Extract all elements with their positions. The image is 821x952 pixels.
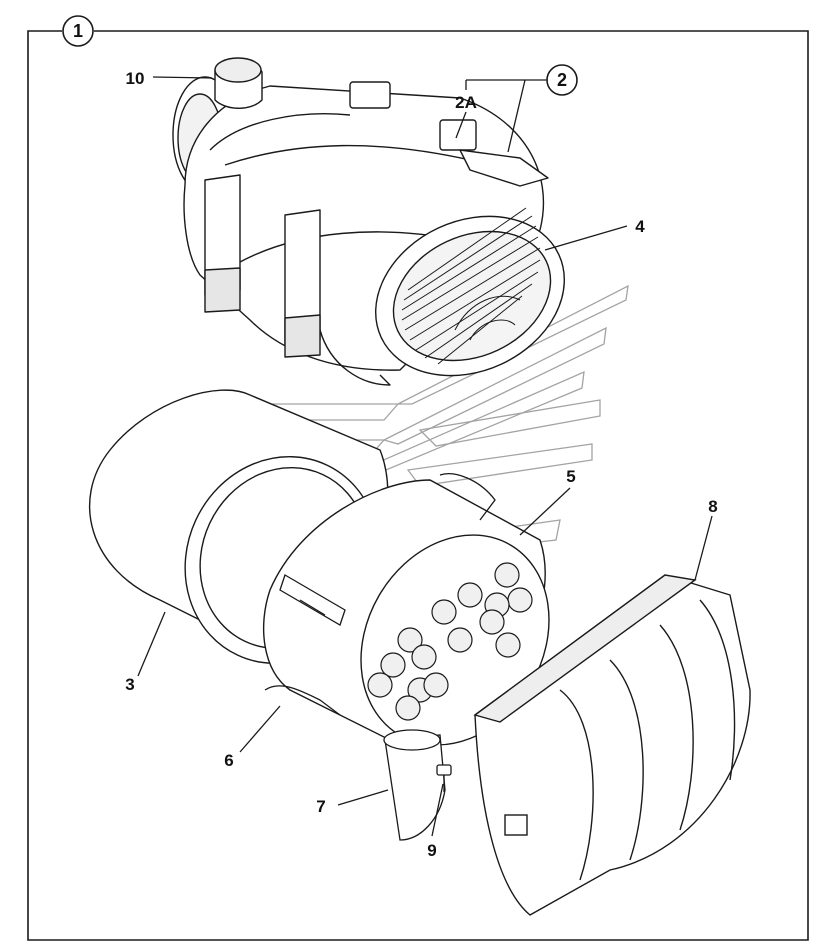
callout-1-text: 1 bbox=[73, 21, 83, 41]
screw bbox=[436, 764, 452, 792]
part-labels: 10 2A 4 5 8 3 6 7 9 bbox=[125, 69, 717, 860]
filter-housing-assembly bbox=[172, 57, 566, 386]
label-part-6: 6 bbox=[224, 751, 233, 770]
label-part-9: 9 bbox=[427, 841, 436, 860]
cyclone-tubes bbox=[367, 562, 533, 721]
clamps bbox=[264, 473, 496, 716]
end-cap-grille bbox=[401, 207, 541, 365]
label-part-10: 10 bbox=[126, 69, 145, 88]
label-part-5: 5 bbox=[566, 467, 575, 486]
callout-2-text: 2 bbox=[557, 70, 567, 90]
sub-callout-circle: 2 bbox=[546, 64, 578, 96]
leader-lines bbox=[137, 76, 713, 837]
label-part-7: 7 bbox=[316, 797, 325, 816]
label-part-8: 8 bbox=[708, 497, 717, 516]
diagram-frame bbox=[27, 30, 809, 941]
label-part-4: 4 bbox=[635, 217, 645, 236]
label-part-2a: 2A bbox=[455, 93, 477, 112]
assembly-callout-circle: 1 bbox=[62, 15, 94, 47]
dust-valve bbox=[383, 729, 446, 841]
label-part-3: 3 bbox=[125, 675, 134, 694]
